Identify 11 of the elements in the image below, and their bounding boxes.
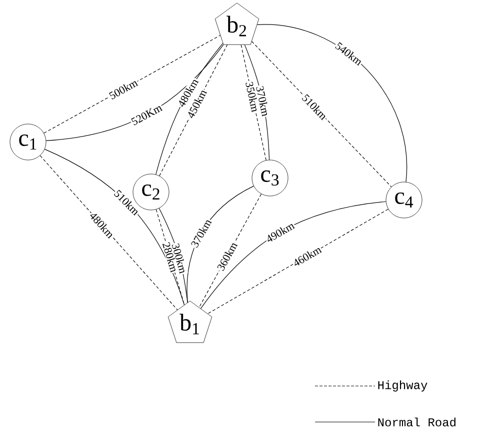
edge-label: 490km (264, 220, 296, 244)
edge-label: 460km (290, 244, 324, 268)
pentagon-node: b$_{2}$ (214, 2, 260, 45)
edge-label: 500km (106, 77, 140, 102)
pentagon-node: b$_{1}$ (168, 300, 212, 343)
legend-item: Highway (314, 380, 428, 392)
circle-node: c$_{1}$ (10, 124, 46, 160)
legend-item: Normal Road (314, 418, 456, 426)
edge-label: 370km (254, 84, 271, 118)
circle-node: c$_{3}$ (252, 160, 288, 196)
circle-node: c$_{4}$ (386, 182, 422, 218)
